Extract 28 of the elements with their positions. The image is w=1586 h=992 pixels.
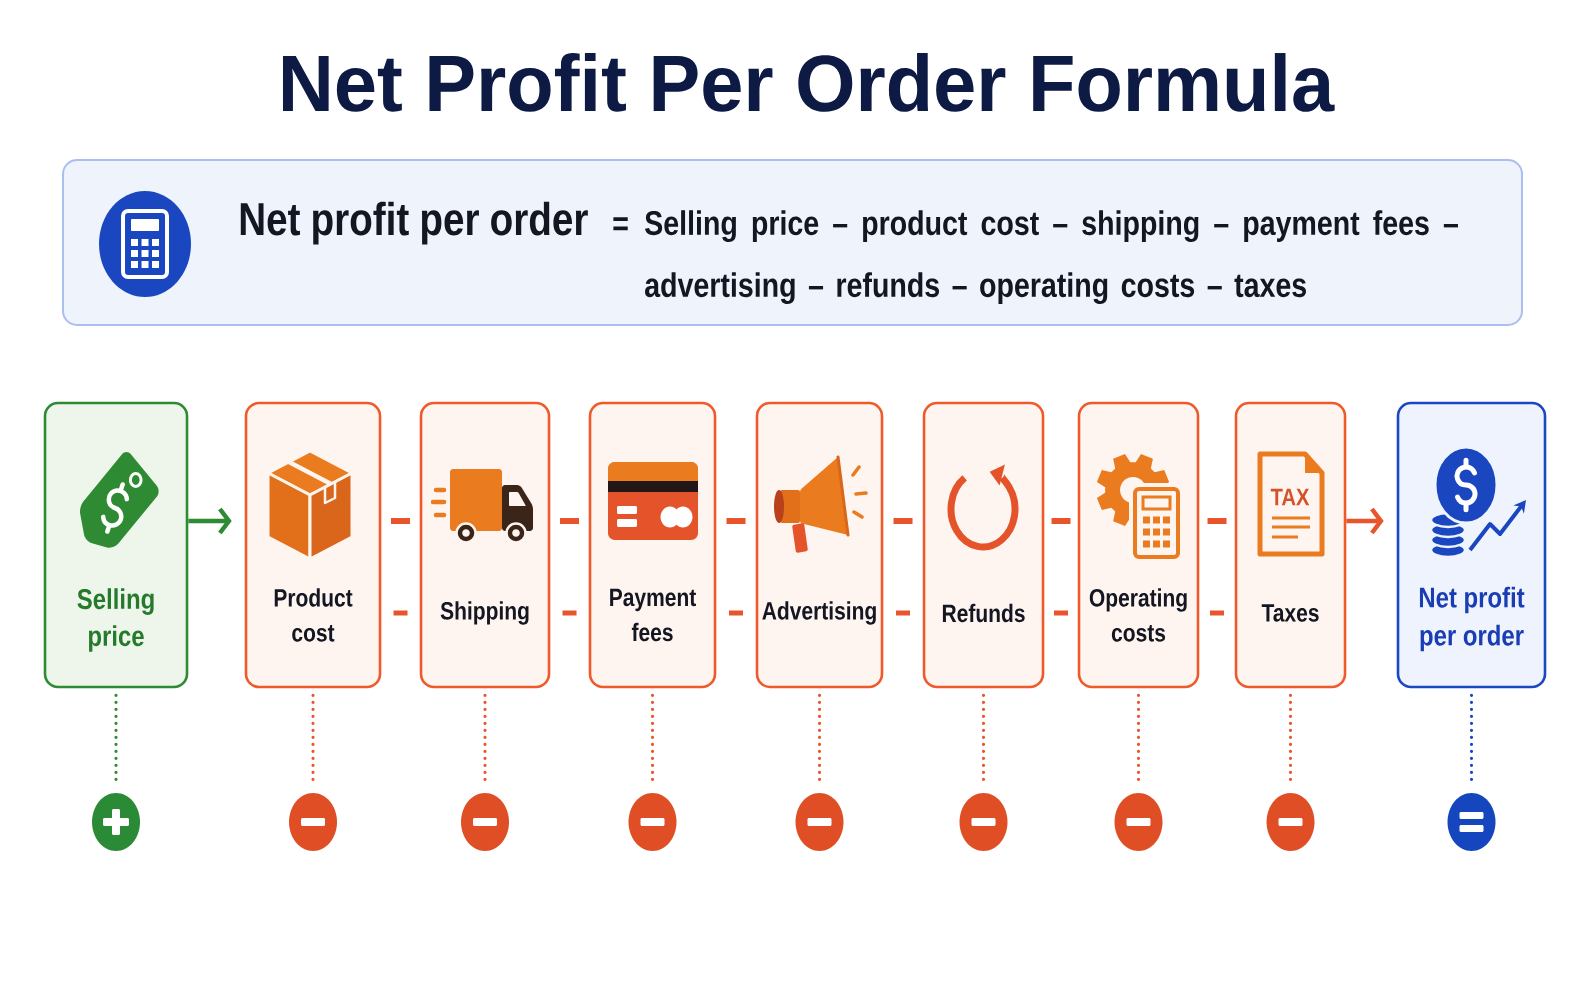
minus-icon bbox=[1266, 793, 1315, 851]
minus-icon bbox=[1114, 793, 1163, 851]
arrow bbox=[1346, 507, 1384, 535]
minus-icon bbox=[461, 793, 509, 851]
dash-line bbox=[1207, 518, 1227, 524]
dash-line bbox=[896, 610, 910, 616]
dash-line bbox=[1210, 610, 1224, 616]
minus-icon bbox=[289, 793, 337, 851]
icon-text: TAX bbox=[1270, 488, 1310, 506]
dash-line bbox=[729, 610, 743, 616]
title: Net Profit Per Order Formula bbox=[283, 53, 1335, 112]
equals-sign: = bbox=[613, 217, 628, 231]
formula-heading: Net profit per order bbox=[240, 201, 588, 245]
step-box: Refunds bbox=[922, 401, 1045, 689]
dash-line bbox=[562, 610, 577, 616]
plus-icon bbox=[92, 793, 140, 851]
dash-line bbox=[393, 610, 408, 616]
dash-line bbox=[893, 518, 913, 524]
dash-line bbox=[1054, 610, 1068, 616]
minus-icon bbox=[628, 793, 677, 851]
dash-line bbox=[1051, 518, 1071, 524]
minus-icon bbox=[959, 793, 1008, 851]
equals-icon bbox=[1447, 793, 1496, 851]
formula-panel bbox=[62, 159, 1523, 326]
arrow bbox=[188, 507, 232, 535]
formula-text: Selling price – product cost – shipping – payment fees – advertising – refunds – operating costs – taxes bbox=[645, 210, 1458, 305]
minus-icon bbox=[795, 793, 844, 851]
dash-line bbox=[726, 518, 746, 524]
